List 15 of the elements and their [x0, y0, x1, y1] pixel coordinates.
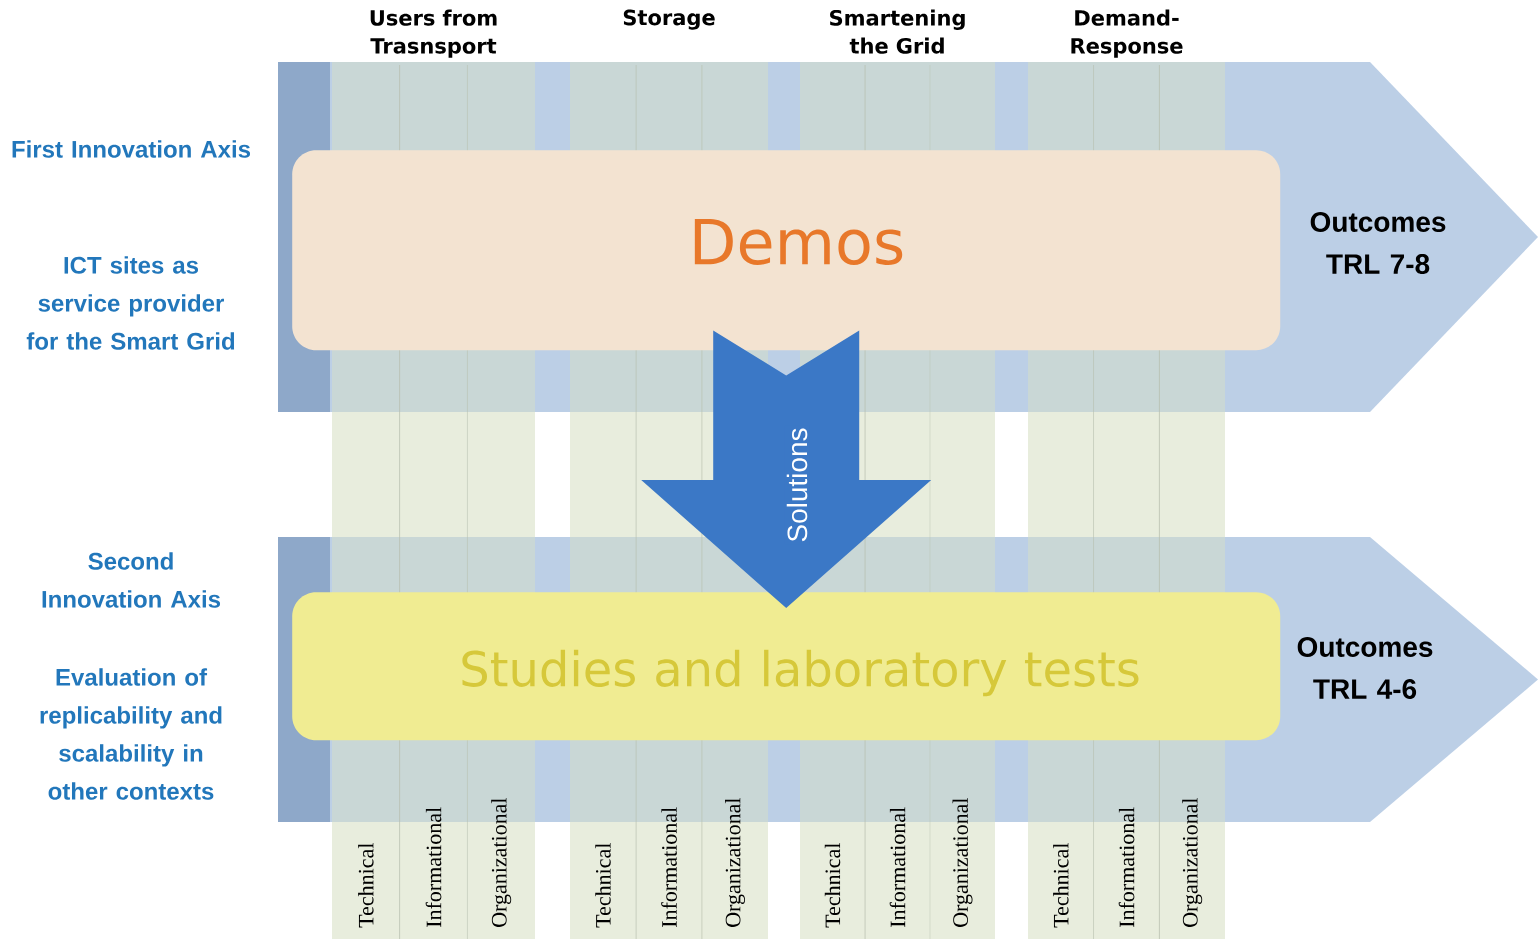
column-label: Technical [1053, 843, 1069, 928]
node-label: Demand-Response [1071, 9, 1183, 58]
rounded-band: Demos [292, 150, 1281, 351]
axis-label: Evaluation of replicability and scalability in other contexts [40, 668, 222, 800]
column-label: Technical [358, 843, 374, 928]
rounded-band: Studies and laboratory tests [292, 592, 1281, 741]
axis-label: Second Innovation Axis [42, 552, 221, 608]
column-label: Technical [595, 843, 611, 928]
block-arrow [641, 330, 932, 608]
node-label: Storage [623, 9, 715, 30]
axis-label: First Innovation Axis [12, 140, 251, 158]
node-label: Users from Trasnsport [370, 9, 497, 58]
node-label: Smartening the Grid [830, 9, 965, 54]
column-label: Technical [824, 843, 841, 928]
axis-label: ICT sites as service provider for the Smart Grid [26, 256, 235, 350]
